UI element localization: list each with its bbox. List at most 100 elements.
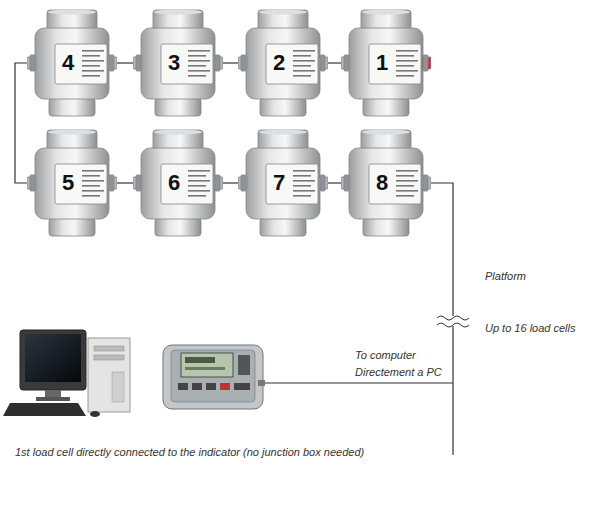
fitting-nut [320, 55, 325, 71]
plate-print [293, 190, 315, 192]
plate-print [188, 75, 206, 77]
plate-print [188, 190, 210, 192]
plate-print [293, 60, 315, 62]
indicator-button [234, 383, 250, 390]
indicator-housing [163, 345, 263, 409]
fitting-nut [136, 55, 141, 71]
cap-top [48, 10, 96, 15]
fitting-nut [241, 175, 246, 191]
platform-cable [431, 183, 453, 316]
cap-top [362, 130, 410, 135]
fitting-nut [344, 175, 349, 191]
cable-gland [258, 380, 265, 386]
plate-print [82, 70, 104, 72]
keypad [238, 355, 250, 375]
plate-print [293, 70, 315, 72]
fitting-nut [241, 55, 246, 71]
cable [15, 63, 27, 183]
plate-print [82, 175, 100, 177]
drive-bay [94, 346, 124, 351]
keyboard [3, 403, 86, 416]
plate-print [188, 50, 210, 52]
load-cell-foot [260, 98, 306, 116]
name-plate [161, 164, 213, 204]
plate-print [188, 60, 210, 62]
plate-print [82, 195, 100, 197]
plate-print [396, 175, 414, 177]
plate-print [188, 55, 206, 57]
plate-print [293, 50, 315, 52]
load-cell-foot [363, 98, 409, 116]
display-digits [185, 367, 225, 370]
name-plate [55, 164, 107, 204]
plate-print [396, 170, 418, 172]
name-plate [266, 164, 318, 204]
note-label: Platform [485, 270, 526, 283]
load-cell-body [35, 148, 109, 219]
plate-print [396, 60, 418, 62]
load-cell: 3 [133, 8, 223, 118]
plate-print [188, 70, 210, 72]
plate-print [82, 170, 104, 172]
name-plate [55, 44, 107, 84]
cable [117, 182, 133, 183]
plate-print [188, 185, 206, 187]
monitor-base [36, 397, 70, 401]
cell-number: 5 [55, 171, 81, 195]
caption-text: 1st load cell directly connected to the … [15, 446, 364, 459]
cap-top [48, 130, 96, 135]
note-label: Up to 16 load cells [485, 322, 576, 335]
drive-bay [94, 355, 124, 360]
fitting-nut [136, 175, 141, 191]
load-cell-body [246, 28, 320, 99]
note-label: Directement a PC [355, 366, 442, 379]
plate-print [396, 70, 418, 72]
plate-print [188, 180, 210, 182]
plate-print [396, 50, 418, 52]
plate-print [82, 185, 100, 187]
cap-top [154, 10, 202, 15]
load-cell: 8 [341, 128, 431, 238]
plate-print [82, 55, 100, 57]
plate-print [82, 190, 104, 192]
plate-print [188, 170, 210, 172]
plate-print [396, 180, 418, 182]
note-label: To computer [355, 349, 416, 362]
load-cell: 7 [238, 128, 328, 238]
pc-tower [88, 338, 130, 412]
cap-top [154, 130, 202, 135]
platform-cable [452, 326, 453, 455]
cell-number: 3 [161, 51, 187, 75]
cell-number: 8 [369, 171, 395, 195]
cable [328, 62, 341, 63]
load-cell: 6 [133, 128, 223, 238]
load-cell: 5 [27, 128, 117, 238]
load-cell-foot [49, 218, 95, 236]
monitor-stand [45, 390, 61, 398]
plate-print [293, 55, 311, 57]
load-cell-body [246, 148, 320, 219]
fitting-nut [215, 55, 220, 71]
name-plate [369, 44, 421, 84]
name-plate [369, 164, 421, 204]
cable [328, 182, 341, 183]
plate-print [82, 65, 100, 67]
tower-vent [112, 372, 124, 402]
plate-print [293, 170, 315, 172]
plate-print [396, 75, 414, 77]
mouse [90, 411, 100, 417]
fitting-nut [30, 175, 35, 191]
load-cell-foot [155, 98, 201, 116]
indicator-panel [171, 350, 255, 402]
plate-print [293, 185, 311, 187]
plate-print [293, 75, 311, 77]
load-cell-foot [155, 218, 201, 236]
fitting-nut [215, 175, 220, 191]
plate-print [293, 65, 311, 67]
load-cell-body [349, 28, 423, 99]
cap-top [259, 10, 307, 15]
fitting-nut [344, 55, 349, 71]
indicator-button [178, 383, 188, 390]
